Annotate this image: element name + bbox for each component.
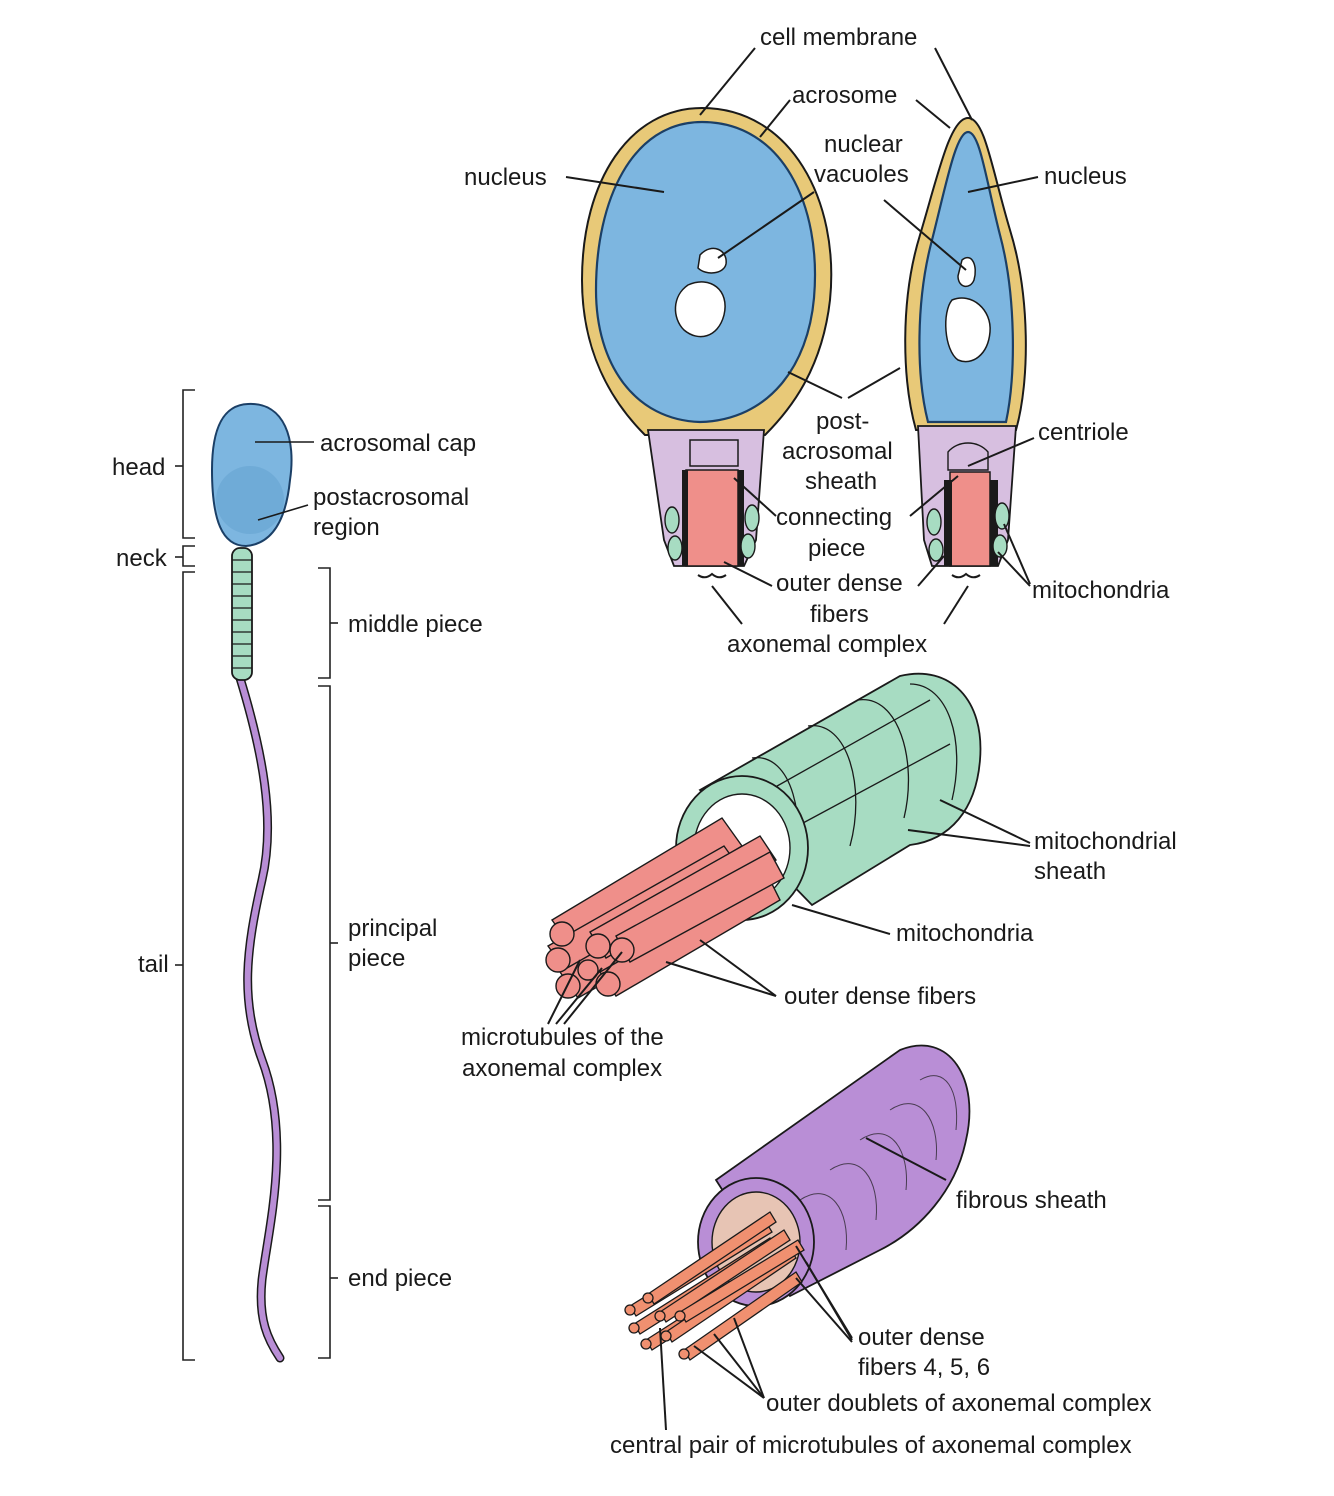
label-tail: tail xyxy=(138,951,169,978)
vacuole-right-small xyxy=(957,257,976,288)
label-nuclear-vacuoles-1: nuclear xyxy=(824,131,903,158)
head-section-side xyxy=(904,116,1027,567)
label-post-acrosomal-1: post- xyxy=(816,408,869,435)
head-section-flat xyxy=(580,106,833,567)
label-postacrosomal-region-2: region xyxy=(313,514,380,541)
middle-piece-3d xyxy=(545,672,982,999)
label-acrosome: acrosome xyxy=(792,82,897,109)
head-leader-lines xyxy=(565,47,1039,625)
label-nucleus-right: nucleus xyxy=(1044,163,1127,190)
middle-leader-lines xyxy=(547,799,1031,1025)
label-acrosomal-cap: acrosomal cap xyxy=(320,430,476,457)
region-brackets xyxy=(175,389,338,1361)
label-connecting-piece-1: connecting xyxy=(776,504,892,531)
label-outer-dense-fibers-1: outer dense xyxy=(776,570,903,597)
whole-sperm-illustration xyxy=(210,402,293,1363)
label-neck: neck xyxy=(116,545,168,572)
label-outer-doublets: outer doublets of axonemal complex xyxy=(766,1390,1152,1417)
label-principal-piece-2: piece xyxy=(348,945,405,972)
label-outer-dense-fibers-mid: outer dense fibers xyxy=(784,983,976,1010)
vacuole-large xyxy=(674,281,726,338)
label-central-pair: central pair of microtubules of axonemal… xyxy=(610,1432,1132,1459)
label-centriole: centriole xyxy=(1038,419,1129,446)
vacuole-small xyxy=(697,247,727,274)
vacuole-right-large xyxy=(945,297,991,363)
label-mitochondrial-sheath-2: sheath xyxy=(1034,858,1106,885)
principal-piece-3d xyxy=(624,1044,971,1361)
label-axonemal-complex: axonemal complex xyxy=(727,631,927,658)
label-microtubules-2: axonemal complex xyxy=(462,1055,662,1082)
label-nuclear-vacuoles-2: vacuoles xyxy=(814,161,909,188)
label-end-piece: end piece xyxy=(348,1265,452,1292)
label-nucleus-left: nucleus xyxy=(464,164,547,191)
label-mitochondria-top: mitochondria xyxy=(1032,577,1170,604)
label-fibrous-sheath: fibrous sheath xyxy=(956,1187,1107,1214)
label-outer-dense-fibers-2: fibers xyxy=(810,601,869,628)
label-head: head xyxy=(112,454,165,481)
sperm-middle-piece xyxy=(231,547,253,681)
label-connecting-piece-2: piece xyxy=(808,535,865,562)
principal-leader-lines xyxy=(659,1137,947,1431)
label-post-acrosomal-2: acrosomal xyxy=(782,438,893,465)
label-cell-membrane: cell membrane xyxy=(760,24,917,51)
label-middle-piece: middle piece xyxy=(348,611,483,638)
label-microtubules-1: microtubules of the xyxy=(461,1024,664,1051)
label-outer-dense-fibers-456-2: fibers 4, 5, 6 xyxy=(858,1354,990,1381)
label-principal-piece-1: principal xyxy=(348,915,437,942)
sperm-tail xyxy=(235,673,285,1363)
label-post-acrosomal-3: sheath xyxy=(805,468,877,495)
label-outer-dense-fibers-456-1: outer dense xyxy=(858,1324,985,1351)
label-postacrosomal-region-1: postacrosomal xyxy=(313,484,469,511)
label-mitochondria-mid: mitochondria xyxy=(896,920,1034,947)
label-mitochondrial-sheath-1: mitochondrial xyxy=(1034,828,1177,855)
